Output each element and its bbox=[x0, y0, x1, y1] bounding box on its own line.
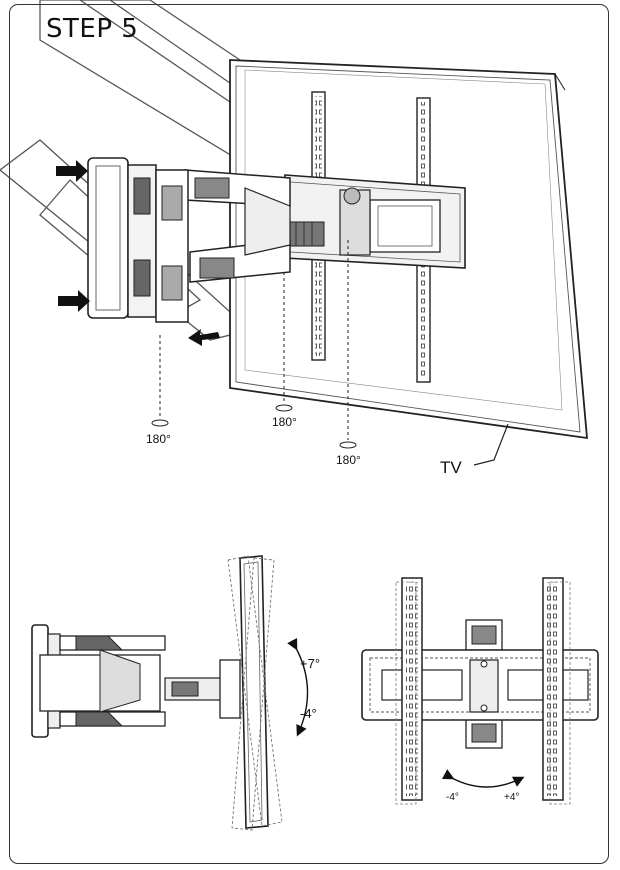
rotation-angle-middle: 180° bbox=[272, 415, 297, 429]
step-title: STEP 5 bbox=[46, 14, 139, 44]
horizontal-bracket-plate bbox=[284, 174, 466, 269]
tilt-down-label: -4° bbox=[300, 706, 317, 721]
tilt-arrow bbox=[287, 637, 309, 737]
swing-arms bbox=[184, 169, 291, 283]
tilt-side-view bbox=[31, 555, 283, 831]
tv-label: TV bbox=[440, 458, 462, 477]
swivel-left-label: -4° bbox=[446, 792, 459, 803]
insertion-arrows bbox=[56, 160, 220, 346]
swivel-arrow bbox=[441, 769, 525, 788]
rotation-leader-lines bbox=[159, 240, 349, 440]
page-frame bbox=[9, 4, 609, 864]
tilt-up-label: +7° bbox=[300, 656, 320, 671]
swivel-front-view bbox=[361, 577, 599, 805]
rotation-angle-right: 180° bbox=[336, 453, 361, 467]
tv-callout-line bbox=[473, 423, 509, 466]
rotation-indicators bbox=[151, 404, 357, 449]
wall-plate bbox=[87, 157, 189, 323]
swivel-right-label: +4° bbox=[504, 792, 519, 803]
rotation-angle-left: 180° bbox=[146, 432, 171, 446]
